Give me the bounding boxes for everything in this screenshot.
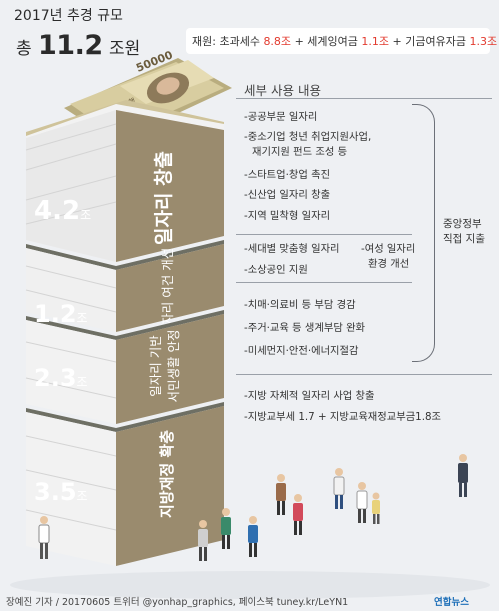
block3-amount-value: 2.3	[34, 364, 77, 392]
total-unit: 조원	[108, 39, 141, 59]
subtitle: 2017년 추경 규모	[14, 8, 123, 24]
block4-item: -지방 자체적 일자리 사업 창출	[244, 390, 375, 402]
block3-label-line2: 서민생활 안정	[166, 330, 181, 403]
block3-item: -주거·교육 등 생계부담 완화	[244, 322, 366, 334]
block1-item: -지역 밀착형 일자리	[244, 210, 331, 222]
block4-amount-unit: 조	[76, 489, 88, 503]
block4-amount: 3.5조	[34, 478, 88, 506]
block1-item: -중소기업 청년 취업지원사업,	[244, 131, 372, 143]
funding-plus-2: +	[392, 35, 402, 48]
floor-shadow	[10, 571, 490, 599]
funding-part3-value: 1.3조	[469, 35, 498, 48]
block3-item: -미세먼지·안전·에너지절감	[244, 345, 359, 357]
block1-amount-value: 4.2	[34, 196, 81, 226]
details-divider	[236, 98, 492, 99]
central-label-line2: 직접 지출	[443, 233, 485, 245]
block2-divider	[236, 234, 412, 235]
block2-amount: 1.2조	[34, 300, 88, 328]
funding-part3-label: 기금여유자금	[405, 35, 466, 48]
funding-part2-label: 세계잉여금	[307, 35, 358, 48]
funding-row: 재원: 초과세수 8.8조 + 세계잉여금 1.1조 + 기금여유자금 1.3조	[192, 33, 497, 49]
person-icon	[248, 516, 258, 557]
block2-item: -소상공인 지원	[244, 264, 308, 276]
block2-item: -여성 일자리	[361, 243, 416, 255]
block2-item: 환경 개선	[368, 258, 410, 270]
block3-label-line1: 일자리 기반	[148, 335, 163, 397]
block1-item: 재기지원 펀드 조성 등	[252, 146, 348, 158]
person-icon	[356, 482, 368, 523]
block1-label: 일자리 창출	[153, 151, 175, 245]
block4-label: 지방재정 확충	[158, 430, 176, 518]
block1-item: -스타트업·창업 촉진	[244, 169, 331, 181]
block3-amount: 2.3조	[34, 364, 88, 392]
publisher-logo: 연합뉴스	[434, 597, 469, 608]
people-figures	[38, 454, 468, 561]
total-prefix: 총	[16, 39, 32, 59]
block1-amount: 4.2조	[34, 196, 91, 226]
person-icon	[333, 468, 345, 509]
block3-divider	[236, 282, 412, 283]
block3-amount-unit: 조	[76, 375, 88, 389]
funding-part1-value: 8.8조	[263, 35, 292, 48]
block-job-conditions: 일자리 여건 개선	[25, 240, 224, 336]
block2-amount-unit: 조	[76, 311, 88, 325]
block-job-creation: 일자리 창출	[25, 100, 224, 262]
block4-amount-value: 3.5	[34, 478, 77, 506]
total-value: 11.2	[38, 30, 103, 61]
funding-plus-1: +	[294, 35, 304, 48]
funding-box: 재원: 초과세수 8.8조 + 세계잉여금 1.1조 + 기금여유자금 1.3조	[186, 28, 497, 54]
block3-item: -치매·의료비 등 부담 경감	[244, 299, 356, 311]
person-icon	[276, 474, 286, 515]
block-local-finance: 지방재정 확충	[25, 402, 224, 566]
funding-part2-value: 1.1조	[361, 35, 390, 48]
person-icon	[372, 492, 380, 524]
person-icon	[458, 454, 468, 497]
person-icon	[38, 516, 50, 559]
block2-item: -세대별 맞춤형 일자리	[244, 243, 340, 255]
person-icon	[221, 508, 231, 549]
details-header: 세부 사용 내용	[244, 83, 321, 98]
central-bracket	[412, 104, 435, 362]
block1-item: -공공부문 일자리	[244, 111, 318, 123]
block1-amount-unit: 조	[80, 208, 92, 222]
funding-label: 재원:	[192, 35, 216, 48]
block2-label: 일자리 여건 개선	[160, 248, 175, 336]
block2-amount-value: 1.2	[34, 300, 77, 328]
funding-part1-label: 초과세수	[219, 35, 260, 48]
person-icon	[198, 520, 208, 561]
central-label-line1: 중앙정부	[443, 218, 482, 230]
block4-divider	[236, 374, 492, 375]
block-livelihood-stability: 일자리 기반 서민생활 안정	[25, 310, 224, 424]
footer-credit: 장예진 기자 / 20170605 트위터 @yonhap_graphics, …	[6, 597, 349, 608]
total-title: 총 11.2 조원	[16, 30, 140, 61]
block4-item: -지방교부세 1.7 + 지방교육재정교부금1.8조	[244, 411, 442, 423]
person-icon	[293, 494, 303, 535]
block1-item: -신산업 일자리 창출	[244, 189, 331, 201]
